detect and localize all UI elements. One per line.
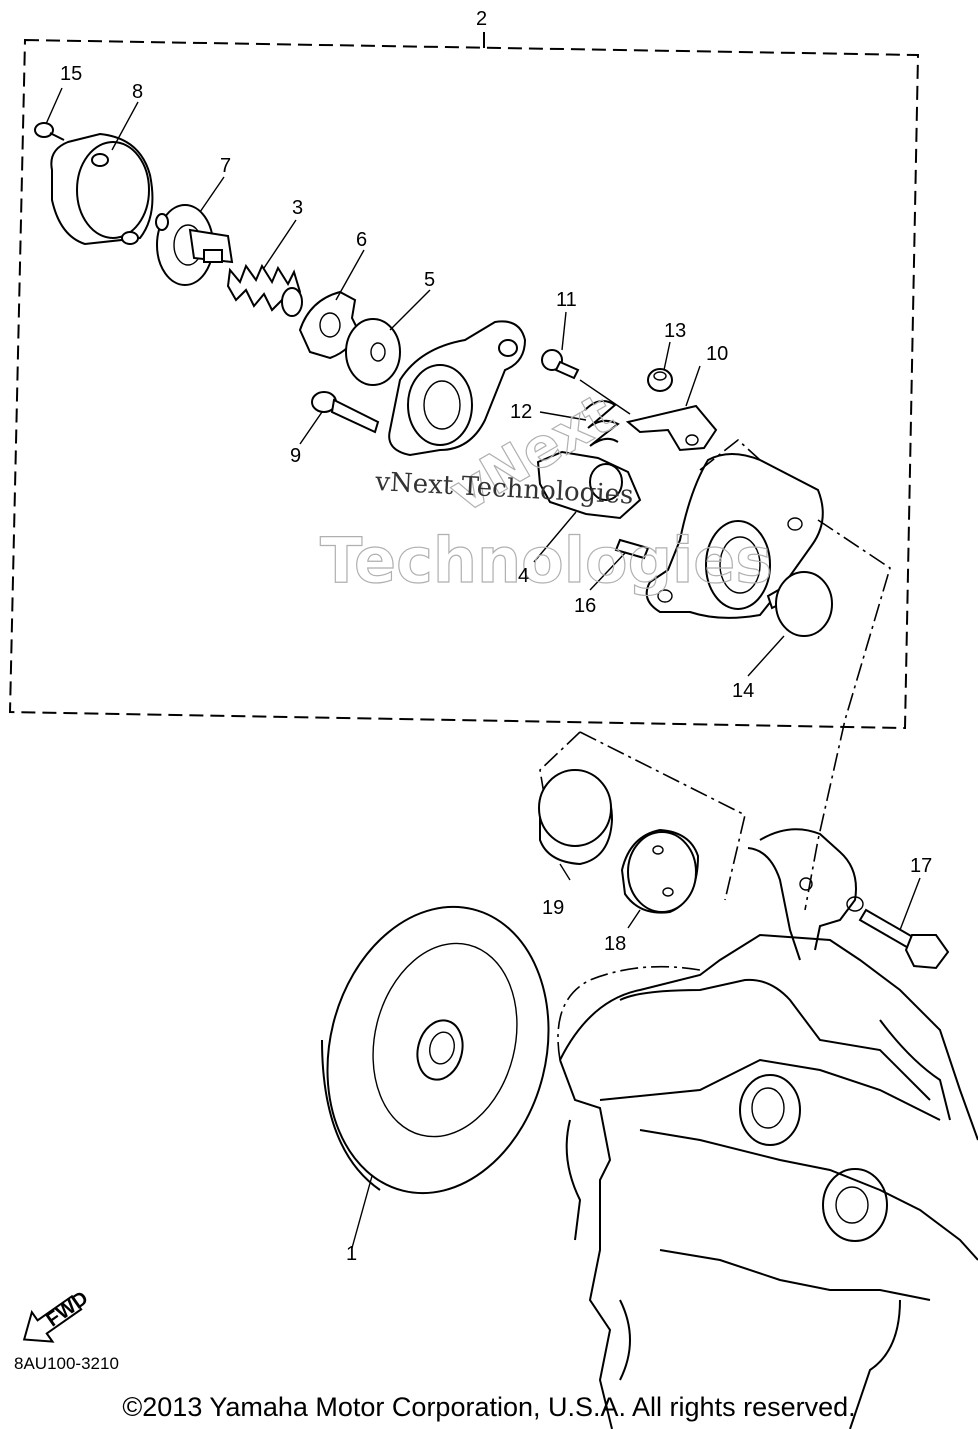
part-18-cap (620, 828, 700, 929)
fwd-arrow: FWD (22, 1287, 92, 1343)
callout-7: 7 (220, 155, 231, 177)
callout-4: 4 (518, 565, 529, 587)
part-12-spring (584, 400, 620, 447)
callout-1: 1 (346, 1243, 357, 1265)
part-8-cover (50, 132, 154, 246)
housing-body (388, 320, 527, 457)
part-9-bolt (311, 391, 380, 434)
part-1-disc (321, 905, 550, 1249)
part-10-bracket (625, 404, 718, 452)
callout-19: 19 (542, 897, 564, 919)
fwd-label: FWD (42, 1287, 92, 1331)
callout-12: 12 (510, 401, 532, 423)
part-16-pin (614, 538, 650, 560)
copyright-notice: ©2013 Yamaha Motor Corporation, U.S.A. A… (122, 1392, 856, 1422)
callout-3: 3 (292, 197, 303, 219)
part-15-screw (34, 122, 65, 141)
callout-6: 6 (356, 229, 367, 251)
part-6-plate (298, 290, 360, 360)
callout-11: 11 (556, 289, 577, 311)
callout-15: 15 (60, 63, 82, 85)
callout-2: 2 (476, 8, 487, 30)
part-11-screw (541, 349, 580, 380)
part-3-spring (226, 263, 303, 317)
assembly-boundary (8, 32, 920, 730)
callout-9: 9 (290, 445, 301, 467)
part-4-cam (536, 450, 642, 520)
part-14-cap (766, 571, 833, 637)
callout-13: 13 (664, 320, 686, 342)
callout-17: 17 (910, 855, 932, 877)
leader-lines (45, 87, 785, 677)
part-5-washer (345, 318, 401, 386)
diagram-code: 8AU100-3210 (14, 1354, 119, 1373)
callout-14: 14 (732, 680, 754, 702)
callout-10: 10 (706, 343, 728, 365)
part-19-cap (538, 769, 614, 881)
callouts: 2 15 8 7 3 6 5 9 11 13 10 12 4 16 14 19 … (60, 8, 932, 1265)
callout-8: 8 (132, 81, 143, 103)
callout-5: 5 (424, 269, 435, 291)
part-7-shaft (155, 204, 234, 286)
part-17-bolt (858, 877, 950, 970)
callout-16: 16 (574, 595, 596, 617)
watermark-line-2: Technologies (320, 524, 772, 597)
engine-case (557, 828, 978, 1429)
callout-18: 18 (604, 933, 626, 955)
part-13-nut (647, 368, 673, 392)
